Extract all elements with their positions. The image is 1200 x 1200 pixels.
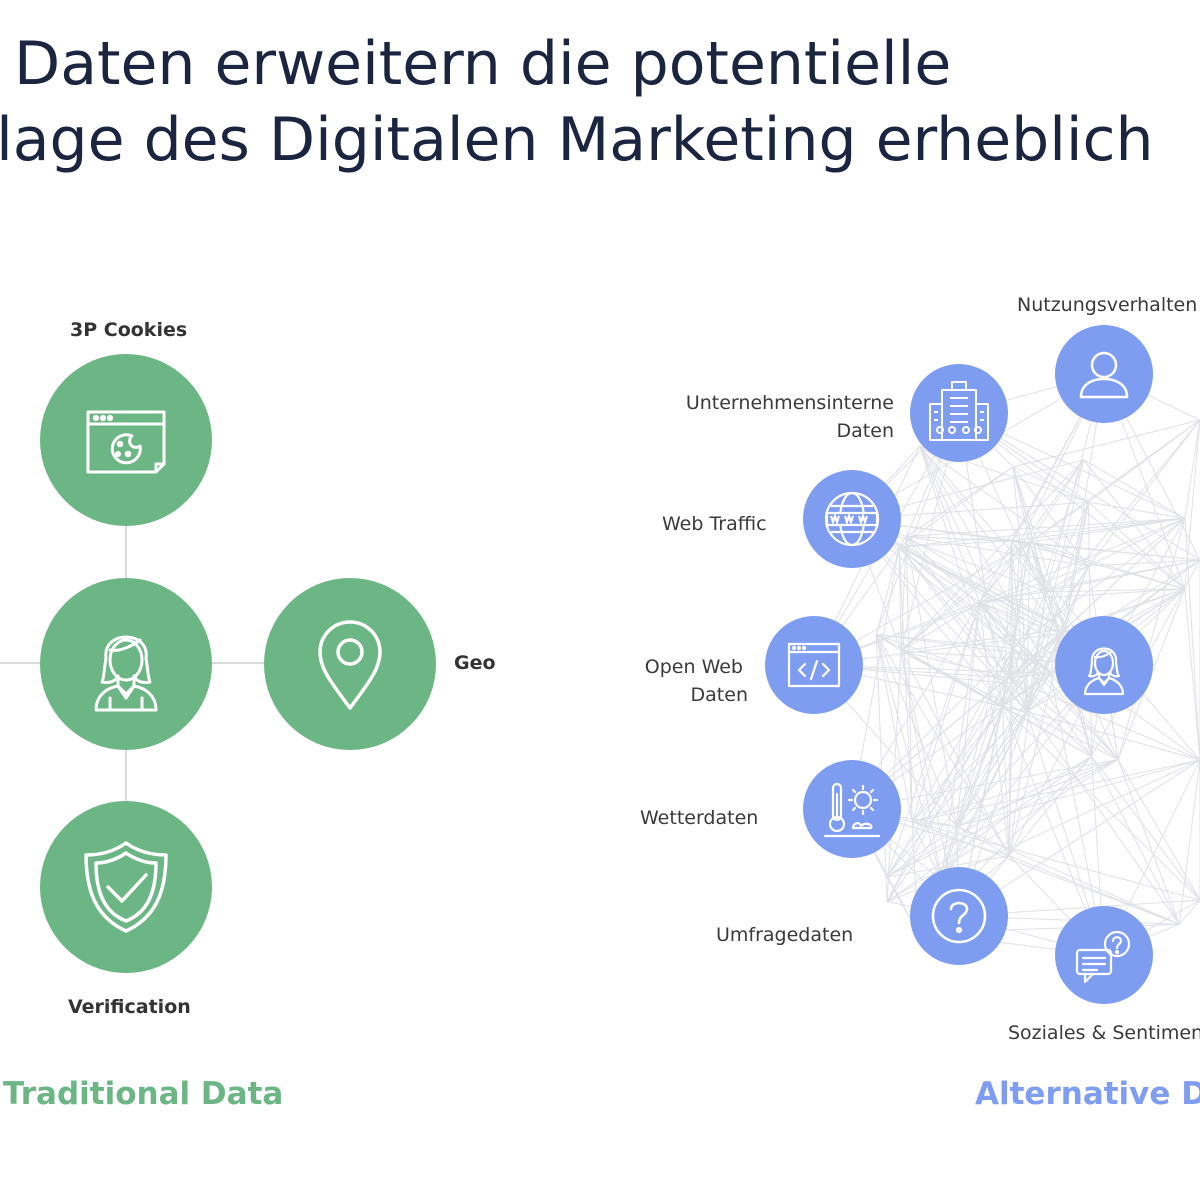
cookies-label: 3P Cookies <box>70 319 188 341</box>
survey-node <box>910 867 1008 965</box>
user-icon <box>1079 351 1129 399</box>
woman-icon <box>94 635 158 712</box>
internal-label-line1: Unternehmensinterne <box>685 392 894 414</box>
shield-check-icon <box>84 841 168 933</box>
geo-label: Geo <box>454 652 496 674</box>
building-icon <box>929 381 989 441</box>
cookies-node <box>40 354 212 526</box>
weather-node <box>803 760 901 858</box>
open-web-label-line1: Open Web <box>644 656 743 678</box>
usage-label: Nutzungsverhalten <box>1017 294 1198 316</box>
geo-node <box>264 578 436 750</box>
location-pin-icon <box>318 620 382 710</box>
cookie-browser-icon <box>86 410 166 474</box>
survey-label: Umfragedaten <box>716 924 854 946</box>
social-label: Soziales & Sentimen <box>1008 1022 1200 1044</box>
web-traffic-node <box>803 470 901 568</box>
globe-www-icon <box>824 491 880 547</box>
open-web-label-line2: Daten <box>690 684 748 706</box>
verification-label: Verification <box>68 996 191 1018</box>
woman-icon <box>1083 647 1125 696</box>
chat-question-icon <box>1075 930 1131 984</box>
title-line-1: e Daten erweitern die potentielle <box>0 29 952 99</box>
usage-node <box>1055 325 1153 423</box>
web-traffic-label: Web Traffic <box>662 513 767 535</box>
title-line-2: dlage des Digitalen Marketing erheblich <box>0 105 1154 175</box>
alternative-heading: Alternative Da <box>975 1076 1200 1112</box>
code-window-icon <box>787 642 841 688</box>
person-node <box>40 578 212 750</box>
weather-label: Wetterdaten <box>640 807 759 829</box>
open-web-node <box>765 616 863 714</box>
center-node <box>1055 616 1153 714</box>
verification-node <box>40 801 212 973</box>
internal-node <box>910 364 1008 462</box>
social-node <box>1055 906 1153 1004</box>
traditional-heading: Traditional Data <box>3 1076 284 1112</box>
question-icon <box>931 888 987 944</box>
thermometer-sun-icon <box>823 782 881 838</box>
internal-label-line2: Daten <box>836 420 894 442</box>
